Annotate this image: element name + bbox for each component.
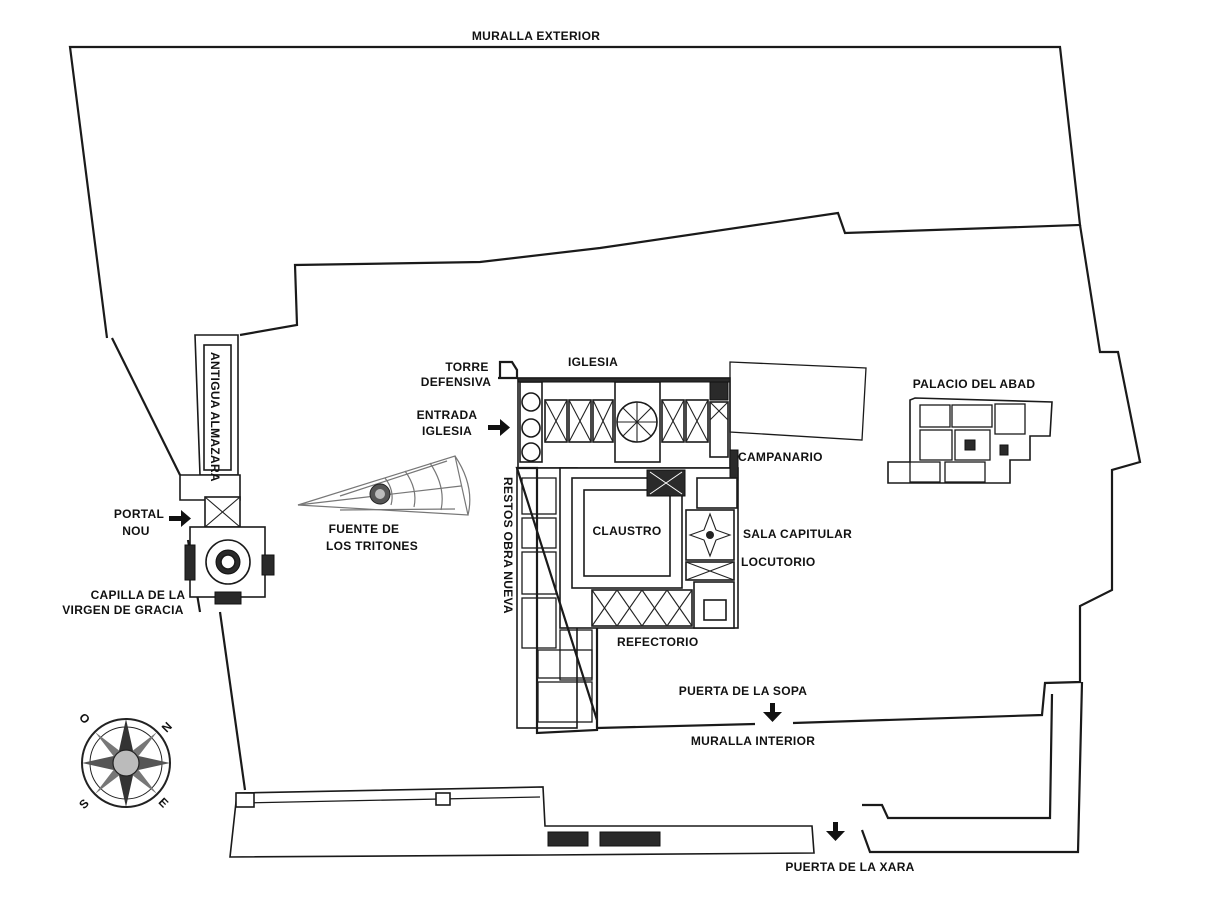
arrow-puerta-sopa: [763, 703, 782, 722]
label-antigua-almazara: ANTIGUA ALMAZARA: [208, 352, 222, 482]
label-capilla-2: VIRGEN DE GRACIA: [62, 603, 184, 617]
almazara-building: [179, 334, 241, 501]
label-refectorio: REFECTORIO: [617, 635, 698, 649]
muralla-interior-line: [596, 722, 756, 730]
arrow-puerta-xara: [826, 822, 845, 841]
capilla-building: [184, 496, 275, 605]
compass-rose: [81, 718, 171, 808]
label-iglesia: IGLESIA: [568, 355, 618, 369]
label-restos-obra-nueva: RESTOS OBRA NUEVA: [501, 477, 515, 614]
label-claustro: CLAUSTRO: [592, 524, 661, 538]
palacio-del-abad-block: [887, 397, 1053, 484]
label-muralla-interior: MURALLA INTERIOR: [691, 734, 815, 748]
label-portal-nou-2: NOU: [122, 524, 150, 538]
compass-o-label: O: [76, 710, 93, 727]
label-torre-defensiva-2: DEFENSIVA: [421, 375, 492, 389]
label-locutorio: LOCUTORIO: [741, 555, 815, 569]
fuente-tritones: [297, 455, 471, 516]
label-torre-defensiva-1: TORRE: [445, 360, 488, 374]
label-muralla-exterior: MURALLA EXTERIOR: [472, 29, 600, 43]
label-campanario: CAMPANARIO: [738, 450, 823, 464]
compass-e-label: E: [156, 795, 172, 811]
claustro-block: [571, 469, 686, 589]
label-portal-nou-1: PORTAL: [114, 507, 164, 521]
sala-capitular-block: [685, 509, 735, 561]
label-entrada-iglesia-2: IGLESIA: [422, 424, 472, 438]
arrow-portal-nou: [169, 510, 191, 527]
main-complex: [498, 360, 867, 735]
label-fuente-2: LOS TRITONES: [326, 539, 418, 553]
label-capilla-1: CAPILLA DE LA: [91, 588, 186, 602]
compass-n-label: N: [159, 719, 175, 735]
label-entrada-iglesia-1: ENTRADA: [417, 408, 478, 422]
label-puerta-sopa: PUERTA DE LA SOPA: [679, 684, 807, 698]
refectorio-block: [591, 581, 735, 629]
label-puerta-xara: PUERTA DE LA XARA: [785, 860, 914, 874]
label-fuente-1: FUENTE DE: [329, 522, 400, 536]
iglesia-bays: [517, 377, 731, 463]
label-sala-capitular: SALA CAPITULAR: [743, 527, 852, 541]
label-palacio-del-abad: PALACIO DEL ABAD: [913, 377, 1036, 391]
arrow-entrada-iglesia: [488, 419, 510, 436]
obra-nueva-rooms: [515, 466, 599, 735]
compass-s-label: S: [76, 796, 92, 812]
